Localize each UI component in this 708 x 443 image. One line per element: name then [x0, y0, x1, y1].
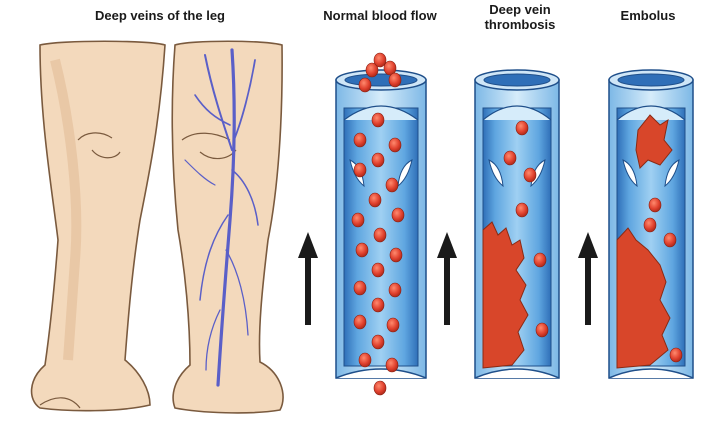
vessel-deep-vein-thrombosis — [475, 70, 559, 378]
red-blood-cell-icon — [392, 208, 404, 222]
up-arrow-icon — [437, 232, 457, 325]
label-deep-vein-thrombosis: Deep vein thrombosis — [465, 2, 575, 32]
vessel-opening-inner — [618, 74, 684, 86]
red-blood-cell-icon — [372, 153, 384, 167]
red-blood-cell-icon — [664, 233, 676, 247]
vessel-normal-flow — [336, 53, 426, 395]
label-normal-blood-flow: Normal blood flow — [305, 8, 455, 23]
right-leg — [172, 41, 283, 413]
up-arrow-icon — [578, 232, 598, 325]
red-blood-cell-icon — [670, 348, 682, 362]
red-blood-cell-icon — [504, 151, 516, 165]
red-blood-cell-icon — [386, 178, 398, 192]
red-blood-cell-icon — [534, 253, 546, 267]
red-blood-cell-icon — [356, 243, 368, 257]
vessel-embolus — [609, 70, 693, 378]
label-embolus: Embolus — [598, 8, 698, 23]
red-blood-cell-icon — [369, 193, 381, 207]
label-dvt-line2: thrombosis — [465, 17, 575, 32]
vessel-opening-inner — [484, 74, 550, 86]
vessel-opening-inner — [345, 74, 417, 86]
red-blood-cell-icon — [390, 248, 402, 262]
clot-icon — [483, 222, 528, 368]
red-blood-cell-icon — [372, 298, 384, 312]
red-blood-cell-icon — [389, 283, 401, 297]
up-arrow-icon — [298, 232, 318, 325]
red-blood-cell-icon — [374, 381, 386, 395]
red-blood-cell-icon — [374, 53, 386, 67]
red-blood-cell-icon — [359, 353, 371, 367]
red-blood-cell-icon — [649, 198, 661, 212]
left-leg — [32, 41, 165, 410]
red-blood-cell-icon — [352, 213, 364, 227]
red-blood-cell-icon — [354, 281, 366, 295]
red-blood-cell-icon — [644, 218, 656, 232]
red-blood-cell-icon — [359, 78, 371, 92]
red-blood-cell-icon — [354, 315, 366, 329]
red-blood-cell-icon — [372, 113, 384, 127]
red-blood-cell-icon — [536, 323, 548, 337]
label-dvt-line1: Deep vein — [465, 2, 575, 17]
red-blood-cell-icon — [516, 121, 528, 135]
red-blood-cell-icon — [387, 318, 399, 332]
red-blood-cell-icon — [516, 203, 528, 217]
red-blood-cell-icon — [372, 335, 384, 349]
red-blood-cell-icon — [389, 73, 401, 87]
label-deep-veins-of-leg: Deep veins of the leg — [60, 8, 260, 23]
red-blood-cell-icon — [386, 358, 398, 372]
red-blood-cell-icon — [524, 168, 536, 182]
red-blood-cell-icon — [389, 138, 401, 152]
red-blood-cell-icon — [354, 163, 366, 177]
red-blood-cell-icon — [374, 228, 386, 242]
red-blood-cell-icon — [354, 133, 366, 147]
red-blood-cell-icon — [372, 263, 384, 277]
